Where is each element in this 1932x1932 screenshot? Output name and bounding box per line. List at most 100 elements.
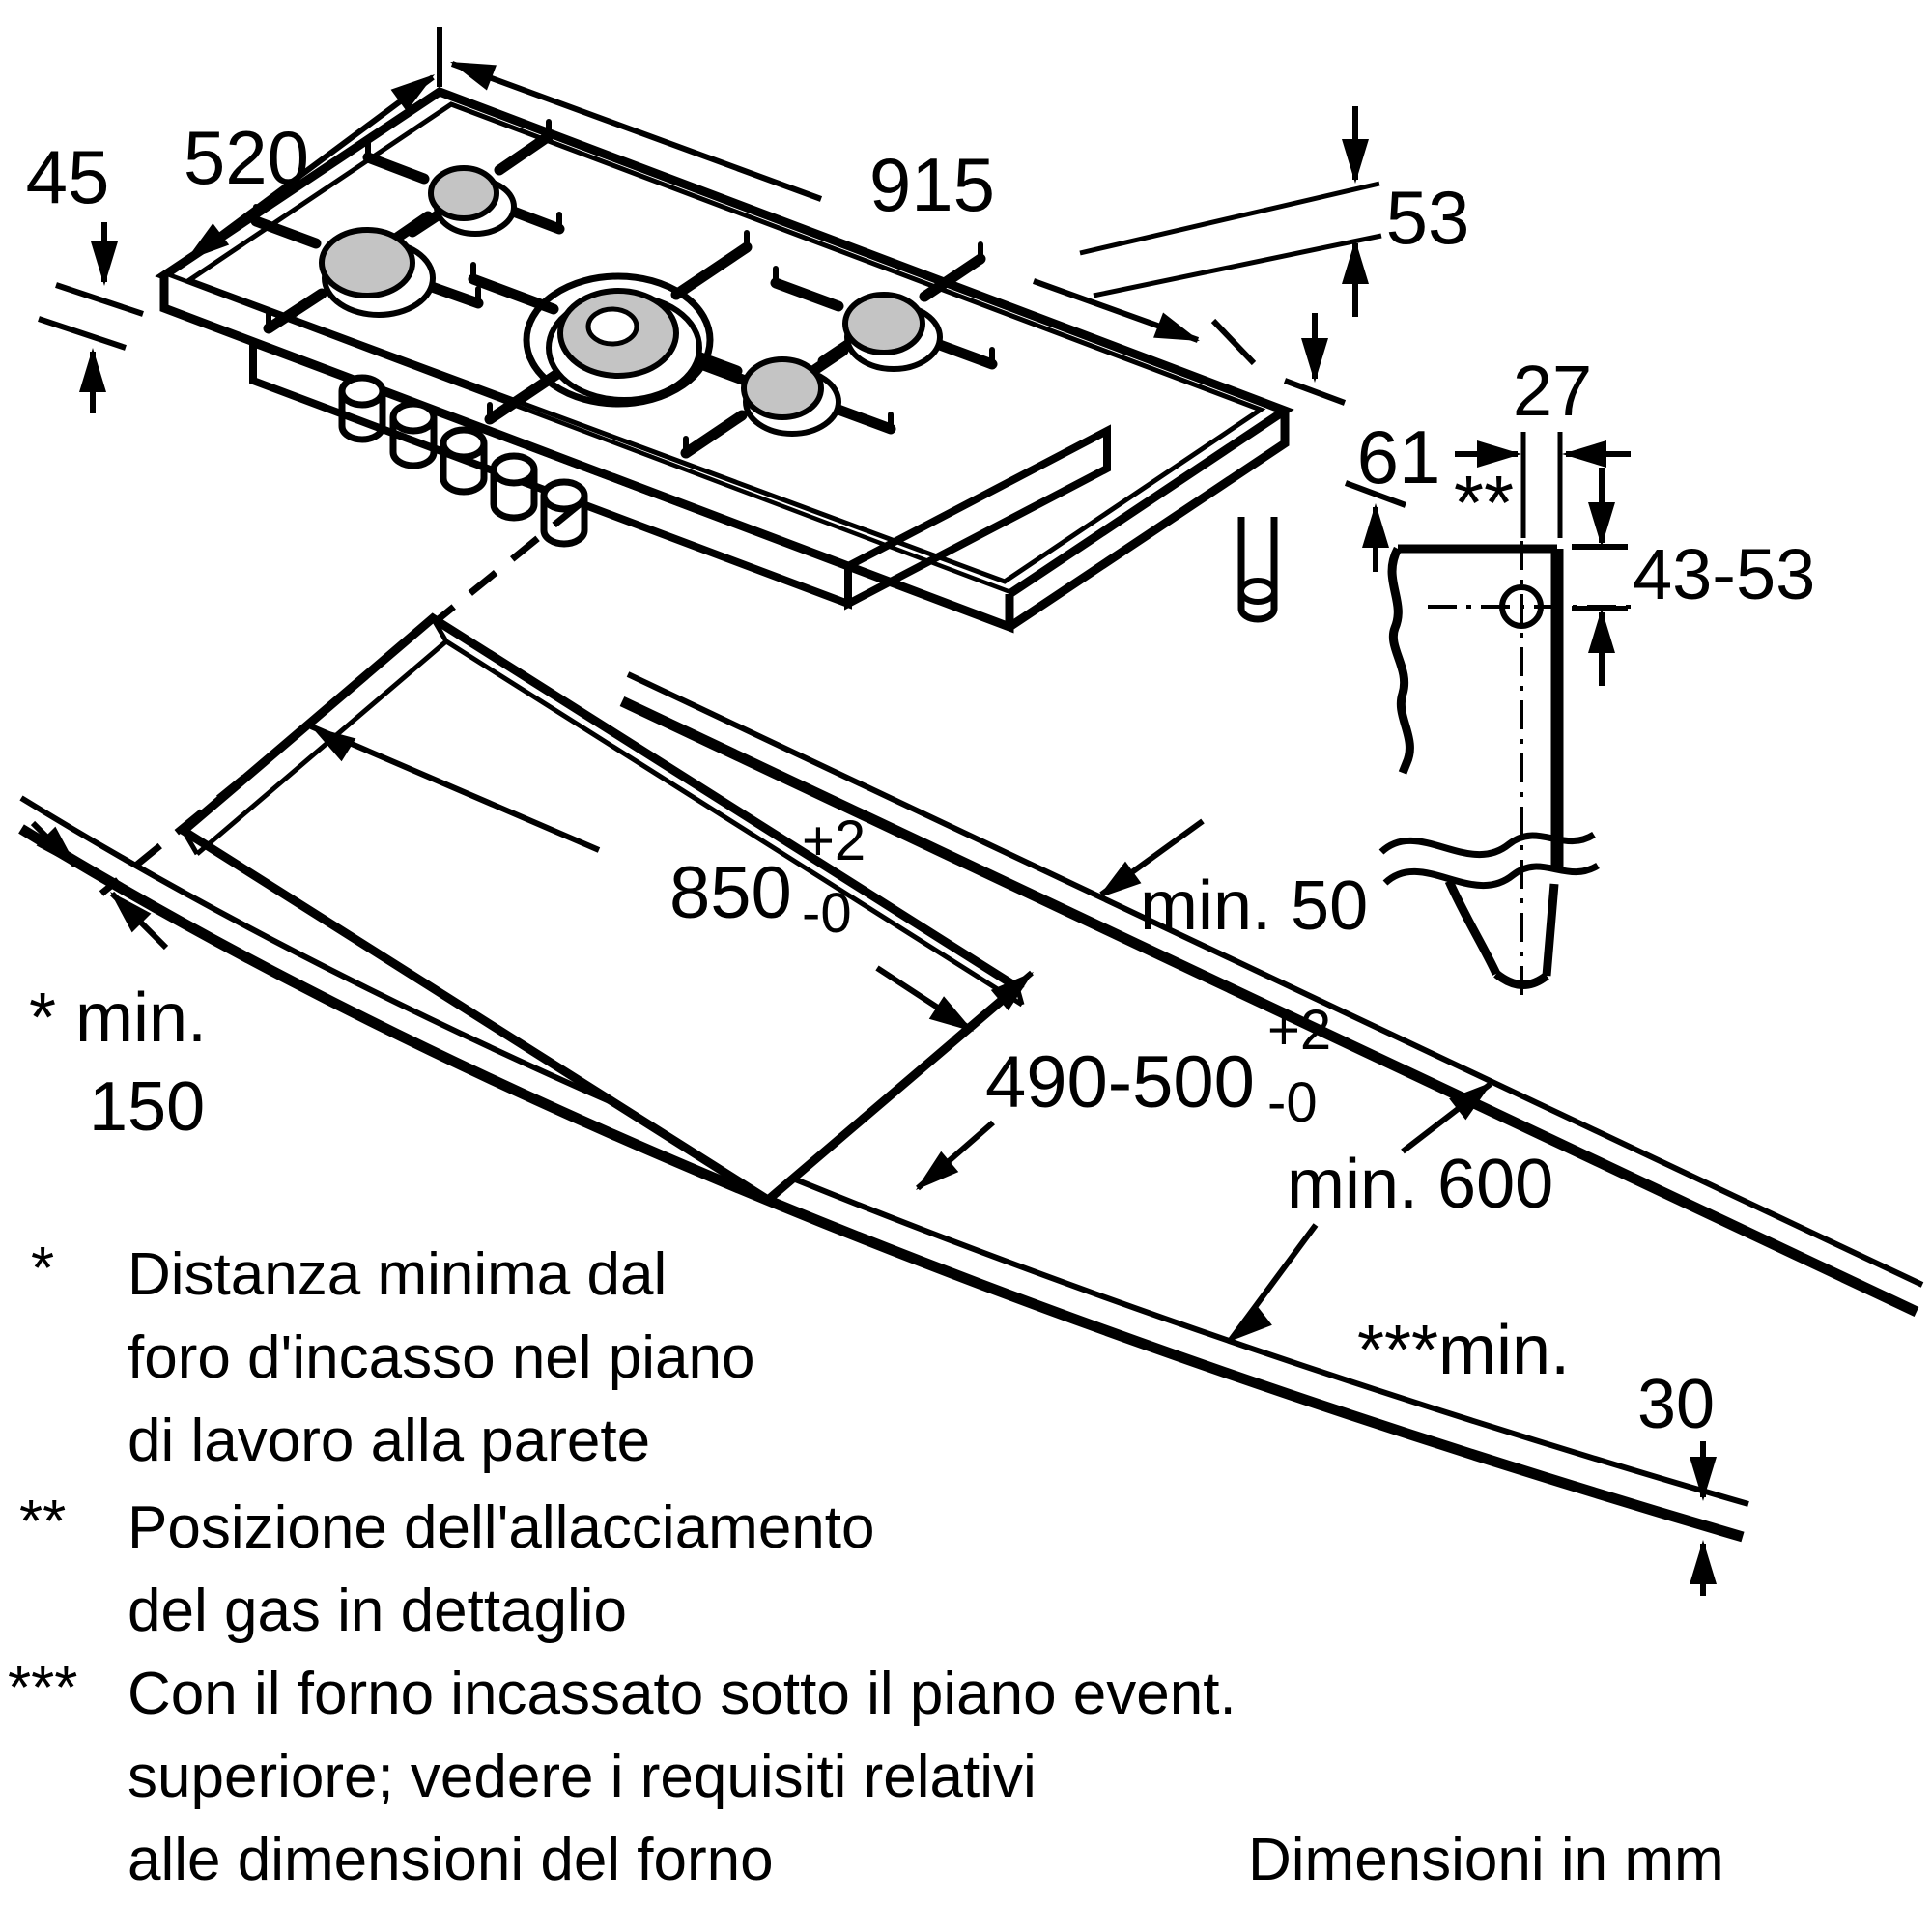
dim-hob-height-label: 45 <box>26 134 110 219</box>
knob <box>490 452 538 522</box>
dim-cutout-depth-tol-sub: -0 <box>1267 1071 1318 1134</box>
hob-isometric <box>155 86 1294 634</box>
arrowhead <box>1301 338 1328 383</box>
footnote-line: Distanza minima dal <box>128 1241 667 1308</box>
knob <box>338 374 386 443</box>
units-note: Dimensioni in mm <box>1248 1827 1724 1893</box>
arrowhead <box>1588 502 1615 547</box>
footnotes: * Distanza minima dal foro d'incasso nel… <box>8 1236 1724 1893</box>
tick-45 <box>38 282 144 351</box>
dim-lines-27 <box>1520 432 1563 538</box>
footnote-marker: ** <box>19 1489 66 1555</box>
arrowhead <box>928 996 974 1032</box>
tick-61 <box>1283 378 1407 508</box>
arrowhead <box>110 892 152 933</box>
arrowhead <box>1342 139 1369 184</box>
dim-cutout-width-tol-sub: -0 <box>802 882 852 945</box>
knob <box>389 400 438 469</box>
dim-counter-thickness-label: ***min. <box>1357 1312 1570 1389</box>
arrowhead <box>79 348 106 392</box>
arrowhead <box>36 826 77 867</box>
arrowhead <box>1153 312 1200 341</box>
knob <box>440 426 488 496</box>
pipe-break-squiggle <box>1382 862 1600 890</box>
footnote-line: alle dimensioni del forno <box>128 1827 774 1893</box>
hob-inner-rim <box>184 101 1266 584</box>
dim-cutout-depth-tol-sup: +2 <box>1267 999 1331 1062</box>
hob-dimensions: 520 45 915 53 61 <box>26 27 1470 572</box>
dim-back-clearance-label: min. 50 <box>1140 867 1368 945</box>
pipe-break-squiggle <box>1378 831 1596 859</box>
countertop-back-edge-line <box>626 671 1924 1288</box>
arrowhead <box>1362 503 1389 548</box>
burner-left-back <box>428 165 517 237</box>
footnote-marker: * <box>31 1236 54 1302</box>
hob-body-right-face <box>844 424 1111 611</box>
hob-rim-band-right <box>1007 411 1290 631</box>
burner-left-front <box>319 227 436 318</box>
dim-cutout-width-label: 850 <box>669 852 792 934</box>
gas-detail-dimensions: 27 ** 43-53 <box>1454 351 1815 686</box>
control-knobs <box>338 374 588 548</box>
footnote-marker: *** <box>8 1655 77 1721</box>
dim-counter-thickness-value: 30 <box>1637 1366 1715 1443</box>
burner-cap <box>842 292 925 355</box>
burner-center-wok <box>523 272 714 408</box>
burner-outer-ring <box>523 272 714 408</box>
dim-cutout-depth-label: 490-500 <box>985 1041 1255 1123</box>
dim-body-depth-label: 61 <box>1357 414 1441 499</box>
dim-support-height-label: 53 <box>1386 175 1470 260</box>
gas-detail-marker: ** <box>1454 460 1514 546</box>
gas-connection-detail <box>1378 541 1631 1005</box>
tick-43-53 <box>1572 544 1628 611</box>
footnote-line: Posizione dell'allacciamento <box>128 1494 875 1561</box>
dim-gas-drop-label: 43-53 <box>1633 534 1815 614</box>
gas-detail-left-edge-lower <box>1444 879 1501 976</box>
gas-detail-right-edge-lower <box>1542 883 1559 977</box>
dim-side-clearance-value: 150 <box>89 1068 205 1146</box>
arrowhead <box>450 62 497 91</box>
wall-back-line <box>619 696 1919 1317</box>
dim-gas-offset-label: 27 <box>1513 351 1592 431</box>
dim-cutout-width-tol-sup: +2 <box>802 810 866 872</box>
arrowhead <box>1562 440 1606 468</box>
burner-cap <box>319 227 415 298</box>
gas-detail-left-edge <box>1387 546 1414 775</box>
tick-915-end <box>1210 318 1257 366</box>
dim-side-clearance-label: * min. <box>29 980 207 1057</box>
level-lines-53 <box>1079 181 1382 298</box>
arrowhead <box>1690 1540 1717 1584</box>
burner-cap-center <box>585 306 639 347</box>
dim-line-520 <box>184 74 435 264</box>
dim-hob-depth-label: 520 <box>184 115 309 200</box>
gas-inlet-pipe <box>1237 517 1278 623</box>
arrowhead <box>1690 1457 1717 1501</box>
burner-cap <box>428 165 499 221</box>
arrowhead <box>1449 1082 1492 1121</box>
arrowhead <box>1477 440 1521 468</box>
burner-right-front <box>741 356 841 437</box>
arrowhead <box>390 74 435 112</box>
footnote-line: del gas in dettaglio <box>128 1577 627 1644</box>
arrowhead <box>185 223 230 261</box>
arrowhead <box>91 242 118 286</box>
footnote-line: Con il forno incassato sotto il piano ev… <box>128 1661 1236 1727</box>
worktop-cutout-outline <box>176 612 1025 1206</box>
arrowhead <box>311 726 356 762</box>
arrowhead <box>1342 240 1369 284</box>
knob <box>540 478 588 548</box>
arrowhead <box>1097 861 1142 898</box>
arrowhead <box>990 972 1034 1011</box>
dim-hob-width-label: 915 <box>869 142 995 227</box>
footnote-line: foro d'incasso nel piano <box>128 1324 755 1391</box>
arrowhead <box>1588 609 1615 653</box>
footnote-line: superiore; vedere i requisiti relativi <box>128 1744 1037 1810</box>
burner-right-back <box>842 292 943 372</box>
dim-counter-depth-label: min. 600 <box>1287 1146 1553 1223</box>
countertop-dimensions: 850 +2 -0 490-500 +2 -0 min. 50 min. 600… <box>29 724 1717 1596</box>
burner-cap <box>741 356 824 420</box>
arrowhead <box>916 1151 959 1190</box>
footnote-line: di lavoro alla parete <box>128 1407 650 1474</box>
